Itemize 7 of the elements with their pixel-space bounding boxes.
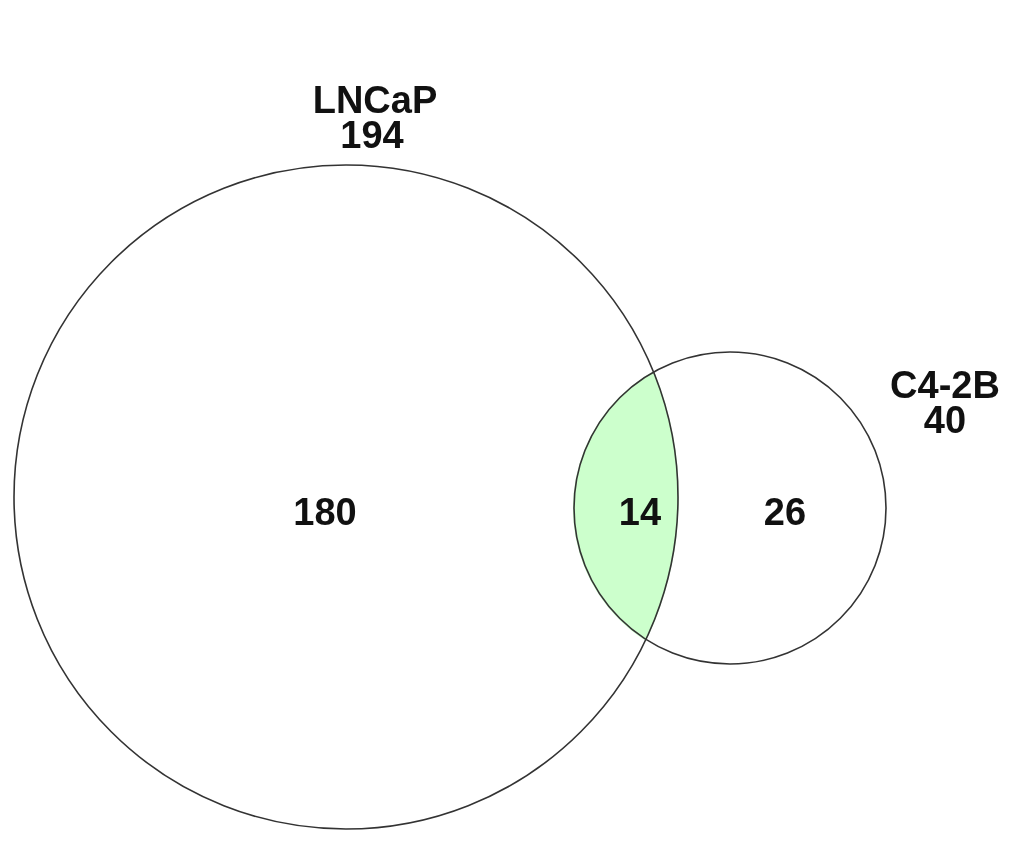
set-label: C4-2B	[890, 366, 1000, 404]
count-label: 26	[763, 493, 807, 531]
set-label: LNCaP	[312, 81, 438, 119]
set-total: 194	[340, 116, 404, 154]
count-label: 14	[618, 493, 662, 531]
set-total: 40	[923, 401, 967, 439]
count-label: 180	[293, 493, 357, 531]
